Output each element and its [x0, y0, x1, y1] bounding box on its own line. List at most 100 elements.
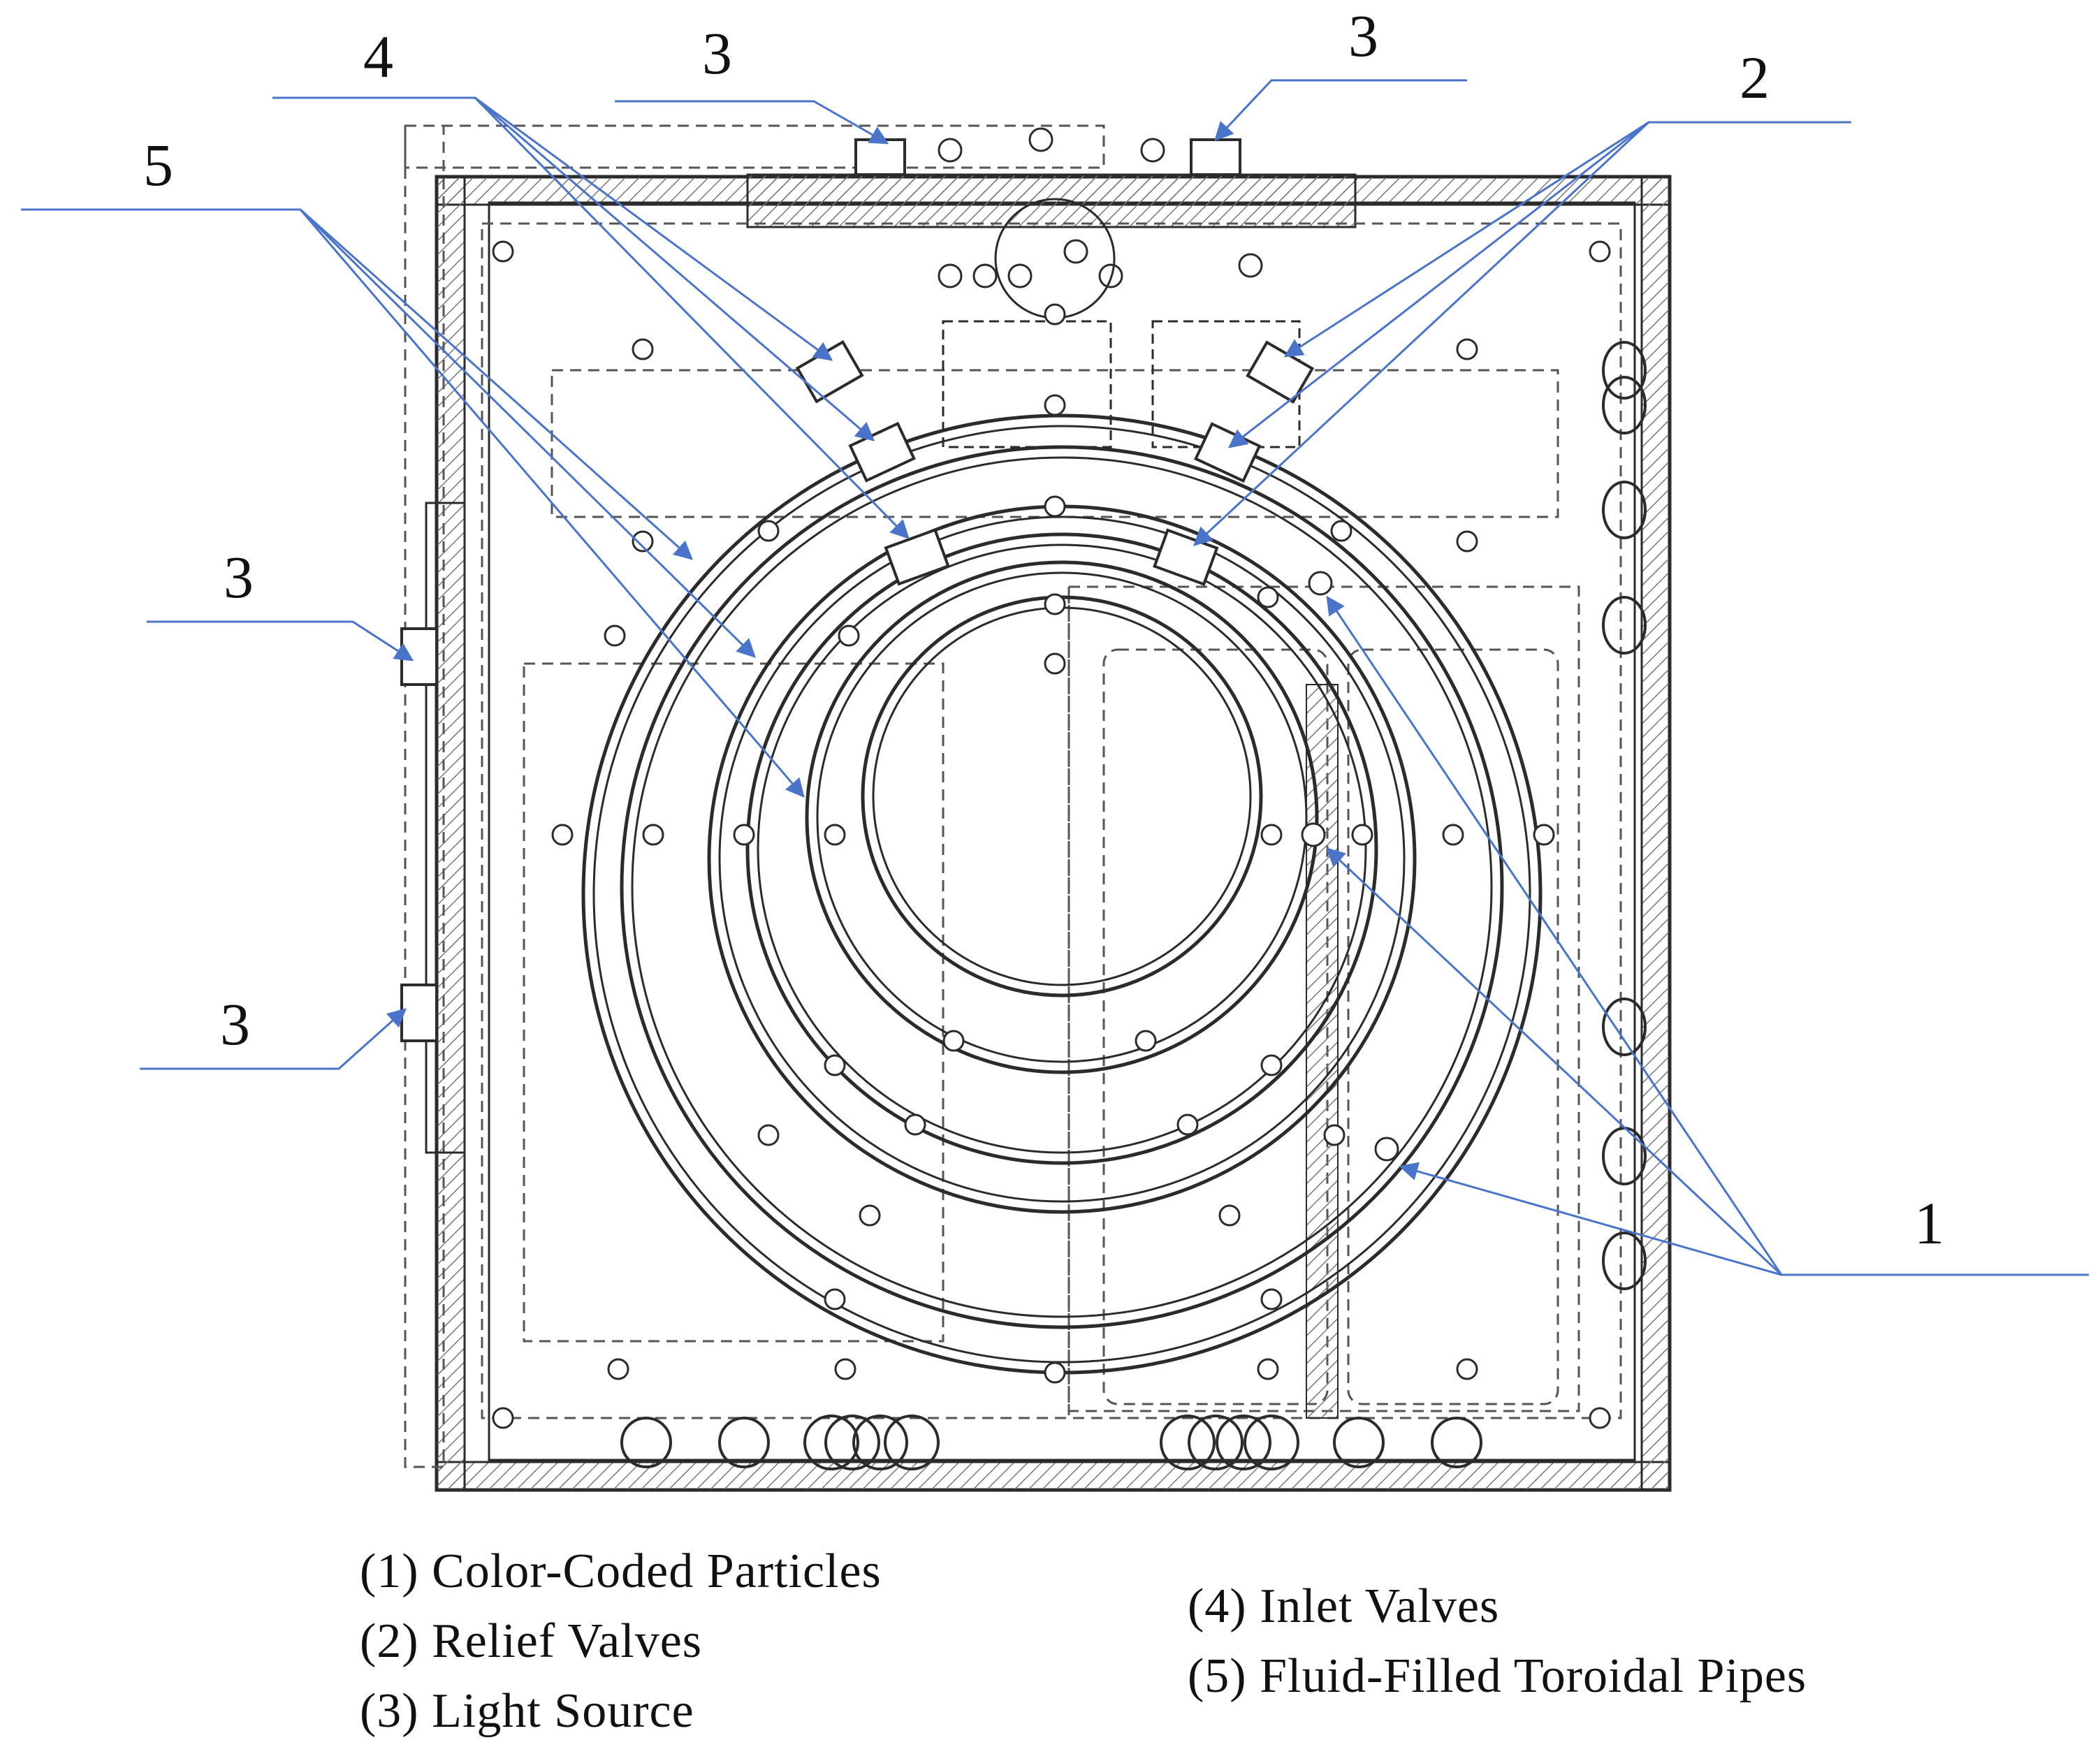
bolt	[1044, 394, 1066, 416]
bolt	[492, 240, 514, 263]
pipe-middle-1-inner	[718, 516, 1406, 1203]
callout-2: 2	[1740, 44, 1770, 111]
leader-3-top-right	[1214, 79, 1467, 141]
bolt	[1589, 240, 1611, 263]
bolt	[1135, 1030, 1157, 1052]
light-source-left-lower	[400, 984, 438, 1042]
top-cover-plate	[746, 173, 1357, 228]
upper-dashed-band	[550, 369, 1559, 518]
bolt	[1442, 824, 1464, 846]
coil	[884, 1415, 940, 1470]
leader-2	[1283, 121, 1851, 358]
coil	[803, 1415, 859, 1470]
manifold-pipe-2	[972, 263, 998, 288]
vertical-grate	[1306, 684, 1339, 1419]
bolt	[824, 1288, 846, 1310]
bolt	[492, 1407, 514, 1429]
bolt	[904, 1113, 926, 1136]
pipe-middle-2	[745, 532, 1378, 1165]
bolt	[1257, 586, 1279, 608]
inlet-valve-3	[884, 528, 950, 586]
manifold-pipe-3	[1007, 263, 1033, 288]
leader-3-top-left	[615, 100, 889, 145]
bolt	[1044, 652, 1066, 675]
pipe-outer-2	[620, 445, 1504, 1329]
housing-frame	[404, 124, 1672, 1492]
coil	[1602, 376, 1647, 434]
leader-1	[1326, 847, 1783, 1276]
leader-3-left-upper	[147, 620, 414, 662]
bolt	[757, 520, 780, 542]
manifold-pipe-9	[1238, 253, 1263, 278]
pipe-inner-1	[805, 560, 1319, 1074]
callout-1: 1	[1914, 1190, 1944, 1257]
coil	[1431, 1417, 1482, 1468]
bolt	[1218, 1204, 1241, 1227]
bolt	[824, 824, 846, 846]
bolt	[1533, 824, 1555, 846]
coil	[1602, 1127, 1647, 1185]
leader-1	[1326, 595, 2089, 1276]
pipe-middle-2-inner	[757, 543, 1367, 1154]
bolts	[492, 240, 1611, 1429]
leader-4	[474, 96, 875, 441]
legend-item-particles: (1) Color-Coded Particles	[360, 1544, 882, 1598]
legend-left: (1) Color-Coded Particles (2) Relief Val…	[360, 1537, 882, 1746]
legend-item-toroidal-pipes: (5) Fluid-Filled Toroidal Pipes	[1188, 1649, 1807, 1703]
leader-5	[21, 208, 694, 560]
left-dashed-block	[523, 662, 945, 1343]
manifold-pipe-7	[938, 138, 963, 163]
leader-2	[1227, 121, 1649, 448]
bolt	[642, 824, 664, 846]
coil	[1602, 481, 1647, 539]
coil	[1602, 341, 1647, 400]
leader-4	[474, 96, 910, 539]
leader-5	[299, 208, 756, 658]
coil	[718, 1417, 770, 1468]
bottom-coils	[620, 1415, 1482, 1470]
coil	[620, 1417, 672, 1468]
light-source-top-right	[1190, 138, 1241, 176]
manifold-pipe-8	[1028, 127, 1053, 152]
bolt	[1456, 338, 1478, 360]
light-sources	[400, 138, 1241, 1042]
bolt	[834, 1358, 856, 1380]
manifold-pipe-1	[938, 263, 963, 288]
manifold-pipe-4	[1063, 239, 1088, 264]
frame-hatch-bottom	[435, 1461, 1671, 1491]
coil	[1333, 1417, 1385, 1468]
callout-5: 5	[143, 131, 173, 198]
right-compartment-b	[1347, 648, 1559, 1405]
bolt	[1456, 1358, 1478, 1380]
inner-mount-plate	[481, 222, 1622, 1419]
coil	[1160, 1415, 1216, 1470]
relief-valve-1	[1246, 340, 1315, 404]
callout-3-top-left: 3	[702, 20, 732, 87]
bolt	[859, 1204, 881, 1227]
coil	[1602, 596, 1647, 655]
bolt	[1323, 1124, 1346, 1146]
callout-numbers: 4 3 3 2 5 3 3 1	[143, 2, 1944, 1257]
coil	[1602, 1232, 1647, 1290]
legend-item-light-source: (3) Light Source	[360, 1684, 694, 1738]
coil	[1216, 1415, 1271, 1470]
bolt	[1044, 593, 1066, 615]
bolt	[824, 1054, 846, 1076]
toroidal-pipes	[581, 414, 1543, 1375]
inlet-valve-1	[795, 339, 864, 404]
bolt	[632, 530, 654, 553]
legend-item-relief-valves: (2) Relief Valves	[360, 1614, 703, 1668]
bolt	[1589, 1407, 1611, 1429]
bolt	[1044, 303, 1066, 326]
left-side-panel	[425, 502, 466, 1154]
inlet-valves	[795, 339, 950, 586]
coil	[852, 1415, 908, 1470]
leader-2	[1193, 121, 1650, 546]
particle-1	[1308, 571, 1333, 596]
bolt	[1260, 1288, 1283, 1310]
bolt	[757, 1124, 780, 1146]
pipe-outer-2-inner	[631, 456, 1493, 1318]
callout-lines	[21, 79, 2089, 1276]
bolt	[1257, 1358, 1279, 1380]
